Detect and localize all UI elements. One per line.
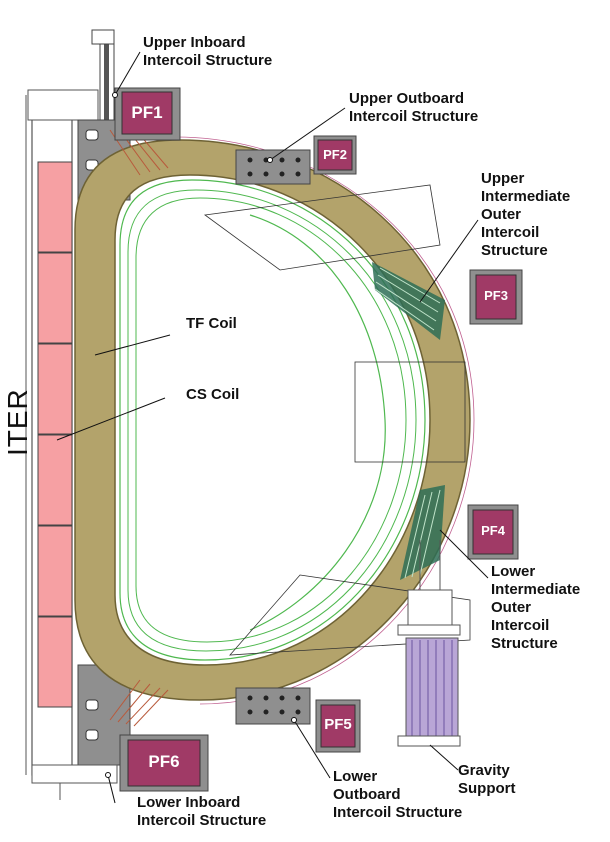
pf2-coil bbox=[317, 139, 353, 171]
leader-lines bbox=[56, 51, 489, 804]
leader-dot bbox=[267, 157, 273, 163]
leader-dot bbox=[105, 772, 111, 778]
label-upper-inboard: Upper Inboard Intercoil Structure bbox=[143, 34, 273, 69]
inner-winding-line bbox=[135, 197, 407, 643]
upper-outboard-intercoil bbox=[235, 149, 311, 185]
cs-module bbox=[37, 161, 73, 253]
upper-inboard-cap bbox=[91, 29, 115, 45]
pf6-label: PF6 bbox=[148, 752, 180, 771]
tf-coil bbox=[74, 139, 471, 701]
pf4-coil bbox=[472, 509, 514, 555]
pf6-coil bbox=[127, 739, 201, 787]
upper-inboard-rod-inner bbox=[104, 40, 109, 135]
upper-intermediate-intercoil bbox=[372, 262, 445, 340]
pf5-label: PF5 bbox=[324, 716, 352, 733]
upper-inboard-support bbox=[27, 89, 99, 121]
lower-intermediate-intercoil bbox=[400, 485, 445, 580]
inboard-hatching bbox=[109, 127, 169, 727]
label-lower-intermediate: Lower Intermediate Outer Intercoil Struc… bbox=[491, 563, 581, 652]
lower-base bbox=[31, 764, 118, 784]
pf3-coil bbox=[475, 274, 517, 320]
label-gravity-support: Gravity Support bbox=[458, 762, 516, 797]
equatorial-port-outline bbox=[354, 361, 466, 463]
inner-winding-line bbox=[119, 179, 426, 661]
bolt bbox=[85, 699, 99, 711]
gravity-support bbox=[397, 540, 461, 747]
label-upper-outboard: Upper Outboard Intercoil Structure bbox=[349, 90, 479, 125]
pf1-coil bbox=[121, 91, 173, 135]
cs-module bbox=[37, 343, 73, 435]
cs-coil-stack bbox=[37, 161, 73, 708]
pf5-coil bbox=[320, 704, 356, 748]
pf3-label: PF3 bbox=[484, 288, 508, 303]
label-lower-outboard: Lower Outboard Intercoil Structure bbox=[333, 768, 463, 821]
bolt bbox=[85, 129, 99, 141]
pf1-label: PF1 bbox=[131, 103, 163, 122]
label-upper-intermediate: Upper Intermediate Outer Intercoil Struc… bbox=[481, 170, 571, 259]
pf2-label: PF2 bbox=[323, 147, 347, 162]
label-lower-inboard: Lower Inboard Intercoil Structure bbox=[137, 794, 267, 829]
iter-title: ITER bbox=[2, 388, 33, 456]
pf4-label: PF4 bbox=[481, 523, 505, 538]
cs-module bbox=[37, 252, 73, 344]
leader-dot bbox=[112, 92, 118, 98]
leader-dot bbox=[291, 717, 297, 723]
inner-winding-line bbox=[127, 189, 417, 652]
plasma-boundary bbox=[249, 214, 386, 631]
lower-outboard-intercoil bbox=[235, 687, 311, 725]
cs-module bbox=[37, 434, 73, 526]
cs-module bbox=[37, 525, 73, 617]
bolt bbox=[85, 729, 99, 741]
cs-module bbox=[37, 616, 73, 708]
upper-port-outline bbox=[203, 184, 441, 271]
label-tf-coil: TF Coil bbox=[186, 315, 237, 332]
label-cs-coil: CS Coil bbox=[186, 386, 240, 403]
